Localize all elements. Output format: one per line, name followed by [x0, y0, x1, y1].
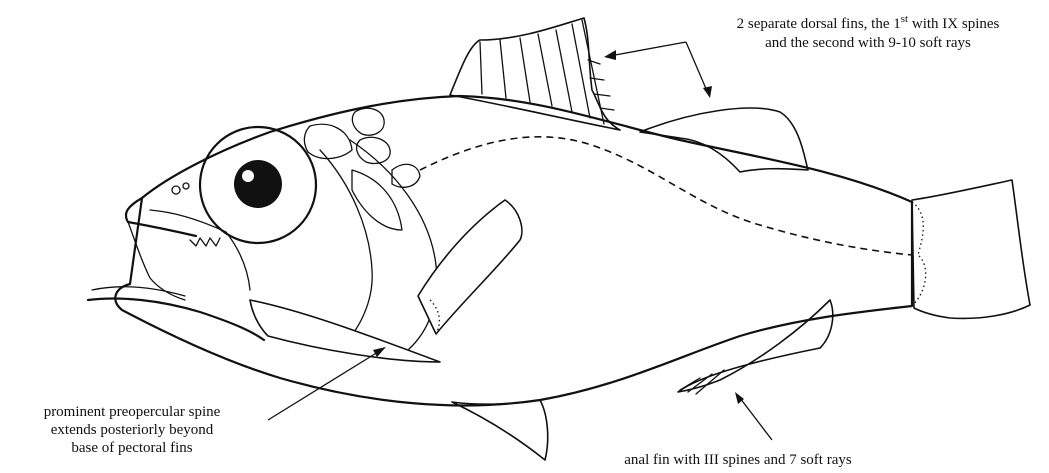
preopercle-edge [320, 150, 372, 348]
caudal-fin [912, 180, 1030, 318]
preopercular-spine [250, 300, 440, 362]
nostril-2 [183, 183, 189, 189]
anal-pointer [735, 392, 772, 440]
eye-highlight [242, 170, 254, 182]
dorsal-pointer [604, 42, 712, 98]
preopercular-pointer [268, 347, 386, 420]
preopercular-label-line2: extends posteriorly beyond [51, 422, 214, 438]
pelvic-fin [452, 400, 548, 460]
dorsal-label-line2: and the second with 9-10 soft rays [765, 35, 971, 51]
maxilla [150, 210, 250, 290]
opercle-edge [350, 140, 437, 350]
nostril-1 [172, 186, 180, 194]
preopercular-label-line3: base of pectoral fins [71, 440, 192, 456]
jaw-teeth [190, 238, 220, 246]
dorsal-label-line1: 2 separate dorsal fins, the 1st with IX … [737, 13, 1000, 32]
head-plate-1 [352, 108, 384, 135]
pectoral-fin [418, 200, 522, 334]
eye-pupil [234, 160, 282, 208]
first-dorsal-fin [450, 18, 620, 130]
lower-jaw [88, 299, 264, 341]
head-plate-3 [304, 124, 352, 158]
head-plate-2 [357, 137, 391, 163]
anal-label: anal fin with III spines and 7 soft rays [624, 452, 852, 468]
head-plate-5 [392, 164, 420, 187]
anal-fin [678, 300, 833, 392]
preopercular-label-line1: prominent preopercular spine [44, 404, 221, 420]
